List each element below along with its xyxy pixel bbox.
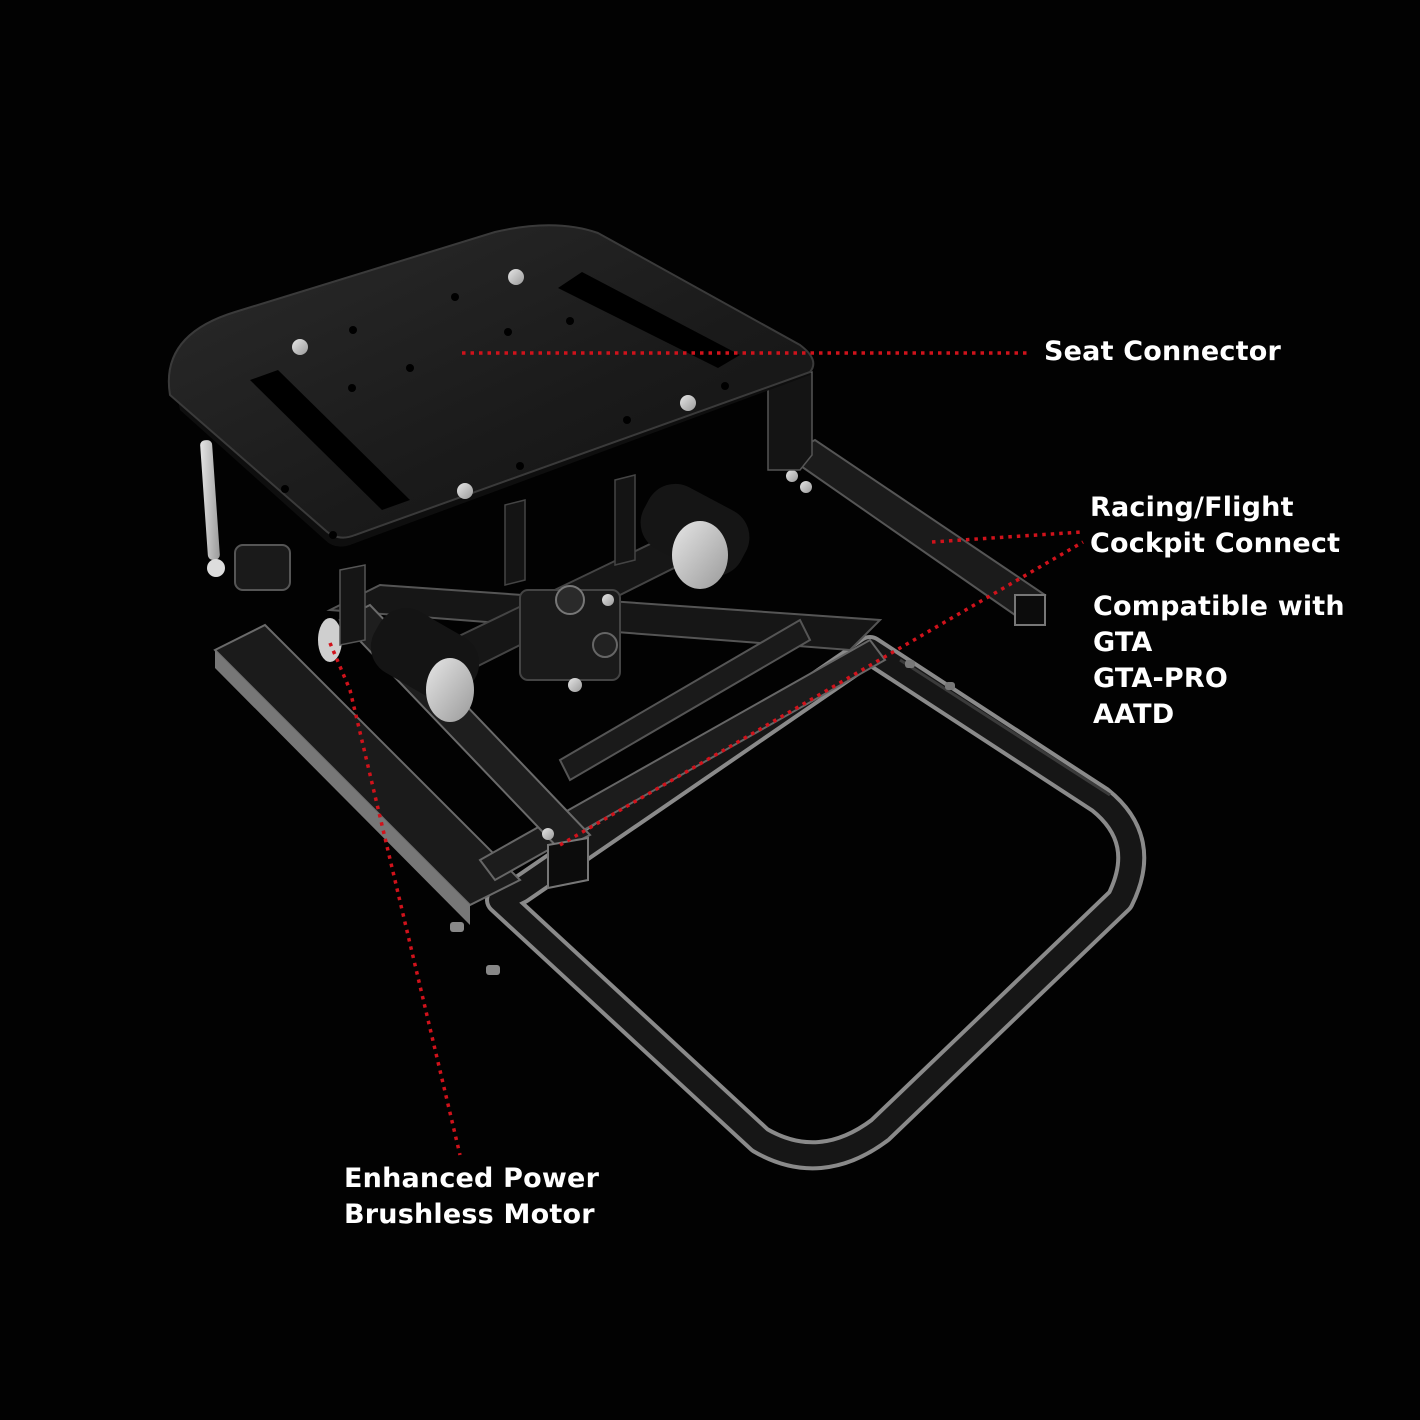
- seat-supports: [200, 371, 813, 646]
- cockpit-connect-line-1: Racing/Flight: [1090, 492, 1294, 523]
- seat-plate: [167, 224, 815, 547]
- cockpit-connect-callout: Racing/Flight Cockpit Connect: [1090, 490, 1340, 562]
- motor-callout: Enhanced Power Brushless Motor: [344, 1161, 599, 1233]
- compatibility-callout: Compatible with GTA GTA-PRO AATD: [1093, 589, 1345, 733]
- front-loop-frame: [485, 635, 1147, 1171]
- compatible-model: GTA: [1093, 627, 1153, 658]
- compatible-model: GTA-PRO: [1093, 663, 1229, 694]
- motor-line-1: Enhanced Power: [344, 1163, 600, 1194]
- compatibility-heading: Compatible with: [1093, 591, 1345, 622]
- base-frame: [213, 518, 955, 975]
- motor-line-2: Brushless Motor: [344, 1199, 595, 1230]
- compatible-model: AATD: [1093, 699, 1175, 730]
- actuator-motors: [318, 483, 750, 722]
- cockpit-connect-line-2: Cockpit Connect: [1090, 528, 1341, 559]
- motor-leader: [328, 642, 462, 1156]
- seat-connector-text: Seat Connector: [1044, 336, 1281, 367]
- seat-connector-callout: Seat Connector: [1044, 334, 1281, 370]
- cockpit-connect-leader-lower: [559, 540, 1084, 847]
- leader-lines: [328, 351, 1084, 1156]
